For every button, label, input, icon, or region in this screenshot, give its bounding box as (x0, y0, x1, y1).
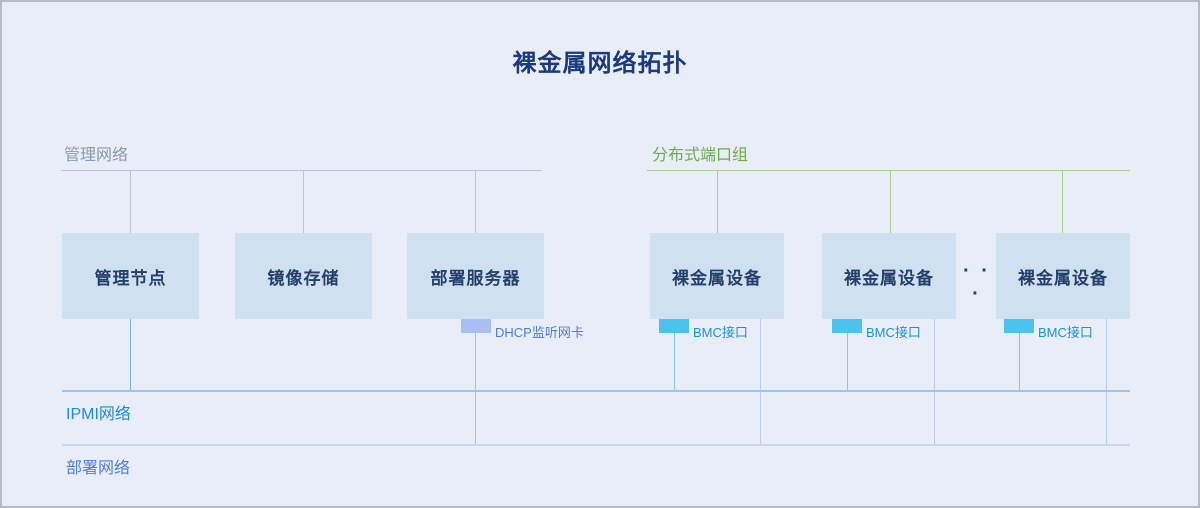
bmc-ipmi-link-line (674, 333, 675, 391)
bmc-ipmi-link-line (1019, 333, 1020, 391)
dhcp-nic-deploy-link-line (475, 333, 476, 445)
deployment-network-line (62, 444, 1130, 446)
node-box-bare-metal-3: 裸金属设备 (996, 233, 1130, 319)
more-nodes-ellipsis: · · · (963, 260, 991, 305)
bare-metal-deploy-link-line (934, 319, 935, 445)
node-box-image-storage: 镜像存储 (235, 233, 372, 319)
deployment-network-label: 部署网络 (66, 460, 131, 477)
bmc-port-tab (1004, 319, 1034, 333)
port-group-drop-line (717, 171, 718, 233)
bmc-port-tab (659, 319, 689, 333)
bmc-port-label: BMC接口 (1038, 325, 1093, 340)
port-group-drop-line (1062, 171, 1063, 233)
port-group-bus-line (647, 170, 1130, 171)
management-node-ipmi-link-line (130, 318, 131, 391)
dhcp-nic-port-tab (461, 319, 491, 333)
bmc-port-tab (832, 319, 862, 333)
distributed-port-group-label: 分布式端口组 (652, 147, 749, 164)
node-box-management-node: 管理节点 (62, 233, 199, 319)
management-bus-drop-line (303, 171, 304, 233)
node-box-deploy-server: 部署服务器 (407, 233, 544, 319)
bmc-port-label: BMC接口 (866, 325, 921, 340)
node-box-bare-metal-1: 裸金属设备 (650, 233, 784, 319)
management-network-bus-line (61, 170, 542, 171)
bmc-port-label: BMC接口 (693, 325, 748, 340)
management-network-label: 管理网络 (64, 147, 129, 164)
dhcp-nic-label: DHCP监听网卡 (495, 325, 584, 340)
bare-metal-deploy-link-line (1106, 319, 1107, 445)
port-group-drop-line (890, 171, 891, 233)
management-bus-drop-line (475, 171, 476, 233)
bare-metal-deploy-link-line (760, 319, 761, 445)
ipmi-network-line (62, 390, 1130, 392)
bmc-ipmi-link-line (847, 333, 848, 391)
management-bus-drop-line (130, 171, 131, 233)
node-box-bare-metal-2: 裸金属设备 (822, 233, 956, 319)
ipmi-network-label: IPMI网络 (66, 406, 131, 423)
diagram-title: 裸金属网络拓扑 (512, 50, 688, 77)
